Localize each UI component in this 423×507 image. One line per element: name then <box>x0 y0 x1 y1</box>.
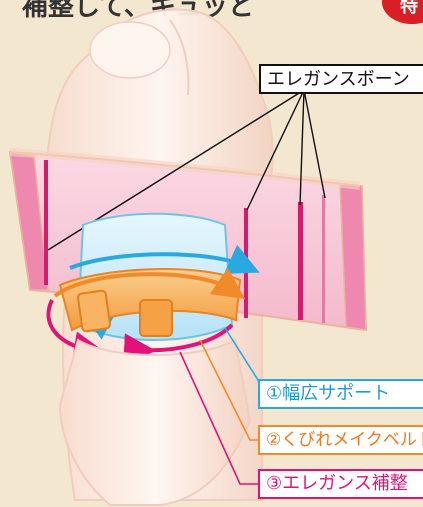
elegance-bone-label: エレガンスボーン <box>259 64 423 94</box>
waist-belt-label: ②くびれメイクベルト <box>258 425 423 455</box>
wide-support-label: ①幅広サポート <box>258 379 423 409</box>
elegance-shaping-label: ③エレガンス補整 <box>258 469 423 499</box>
